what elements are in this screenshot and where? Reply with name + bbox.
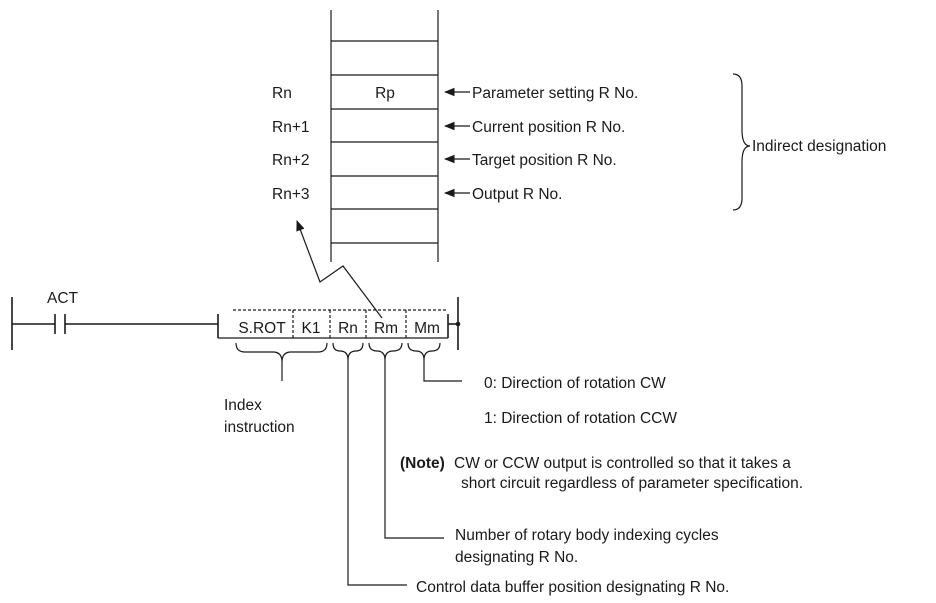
act-label: ACT: [47, 290, 79, 307]
leader-mm: [423, 360, 462, 382]
brace-rm: [368, 342, 403, 361]
brace-mm: [407, 342, 441, 361]
index-instruction-line2: instruction: [224, 419, 295, 436]
ladder-rung: [11, 297, 461, 350]
row-label-rn: Rn: [272, 85, 292, 102]
row-label-rn2: Rn+2: [272, 152, 310, 169]
annotation-current: Current position R No.: [472, 119, 625, 136]
annotation-target: Target position R No.: [472, 152, 617, 169]
indirect-designation-label: Indirect designation: [752, 138, 886, 155]
rm-desc-line2: designating R No.: [455, 549, 578, 566]
param-mm: Mm: [414, 320, 440, 337]
param-rm: Rm: [374, 320, 398, 337]
note-label: (Note): [400, 455, 445, 472]
param-rn: Rn: [338, 320, 358, 337]
leader-rm: [384, 360, 444, 539]
annotation-parameter: Parameter setting R No.: [472, 85, 638, 102]
indirect-brace: [732, 73, 751, 211]
note-line1: CW or CCW output is controlled so that i…: [454, 455, 791, 472]
annotation-output: Output R No.: [472, 186, 562, 203]
index-instruction-line1: Index: [224, 397, 262, 414]
param-k1: K1: [302, 320, 321, 337]
cell-rp: Rp: [375, 85, 395, 102]
register-table: [330, 10, 439, 262]
rm-desc-line1: Number of rotary body indexing cycles: [455, 527, 719, 544]
mm-option-ccw: 1: Direction of rotation CCW: [484, 410, 677, 427]
row-label-rn1: Rn+1: [272, 119, 310, 136]
brace-index: [235, 342, 328, 363]
mm-option-cw: 0: Direction of rotation CW: [484, 375, 666, 392]
rn-pointer: [296, 219, 383, 319]
row-label-rn3: Rn+3: [272, 186, 310, 203]
brace-rn: [332, 342, 364, 361]
instruction-name: S.ROT: [238, 320, 286, 337]
leader-rn: [347, 360, 407, 586]
note-line2: short circuit regardless of parameter sp…: [461, 475, 803, 492]
rn-desc: Control data buffer position designating…: [416, 579, 729, 596]
